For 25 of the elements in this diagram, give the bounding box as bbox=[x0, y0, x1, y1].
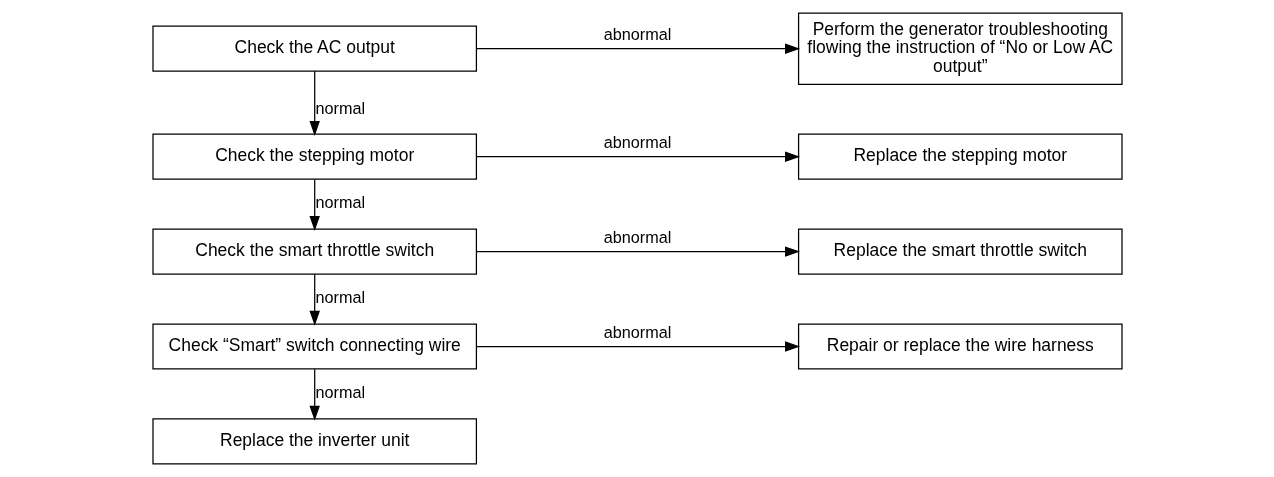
arrow bbox=[475, 341, 800, 352]
node-box: Replace the stepping motor bbox=[797, 133, 1123, 180]
edge-label: abnormal bbox=[603, 323, 671, 342]
edge-label: normal bbox=[315, 288, 365, 307]
arrow bbox=[308, 178, 320, 231]
arrow bbox=[475, 151, 800, 162]
edge-label: normal bbox=[315, 98, 365, 117]
node-box: Perform the generator troubleshooting flowing the instruction of “No or Low AC output” bbox=[797, 12, 1123, 85]
node-box: Check the smart throttle switch bbox=[151, 228, 477, 275]
edge-label: normal bbox=[315, 193, 365, 212]
edge-label: abnormal bbox=[603, 25, 671, 44]
arrow bbox=[308, 368, 320, 421]
node-box: Check “Smart” switch connecting wire bbox=[151, 323, 477, 370]
arrow bbox=[475, 43, 800, 54]
arrow bbox=[308, 70, 320, 137]
node-box: Repair or replace the wire harness bbox=[797, 323, 1123, 370]
node-box: Check the AC output bbox=[151, 25, 477, 72]
edge-label: abnormal bbox=[603, 133, 671, 152]
arrow bbox=[308, 273, 320, 326]
node-box: Replace the inverter unit bbox=[151, 418, 477, 465]
node-box: Check the stepping motor bbox=[151, 133, 477, 180]
node-box: Replace the smart throttle switch bbox=[797, 228, 1123, 275]
edge-label: normal bbox=[315, 383, 365, 402]
arrow bbox=[475, 246, 800, 257]
edge-label: abnormal bbox=[603, 228, 671, 247]
